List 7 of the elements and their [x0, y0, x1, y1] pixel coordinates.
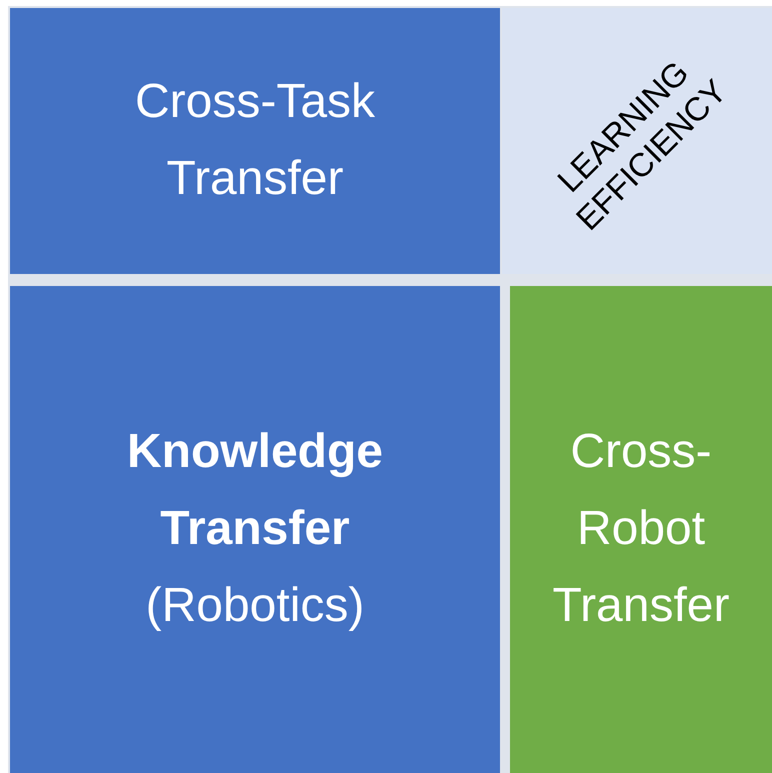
block-label: Knowledge Transfer [126, 424, 384, 558]
task-block [10, 8, 500, 274]
robot-block [510, 286, 772, 773]
knowledge-block [10, 286, 500, 773]
block-label: Cross-Robot Transfer [552, 424, 730, 634]
block-label: Cross-Task Transfer [134, 74, 376, 207]
block-label: (Robotics) [146, 578, 364, 634]
